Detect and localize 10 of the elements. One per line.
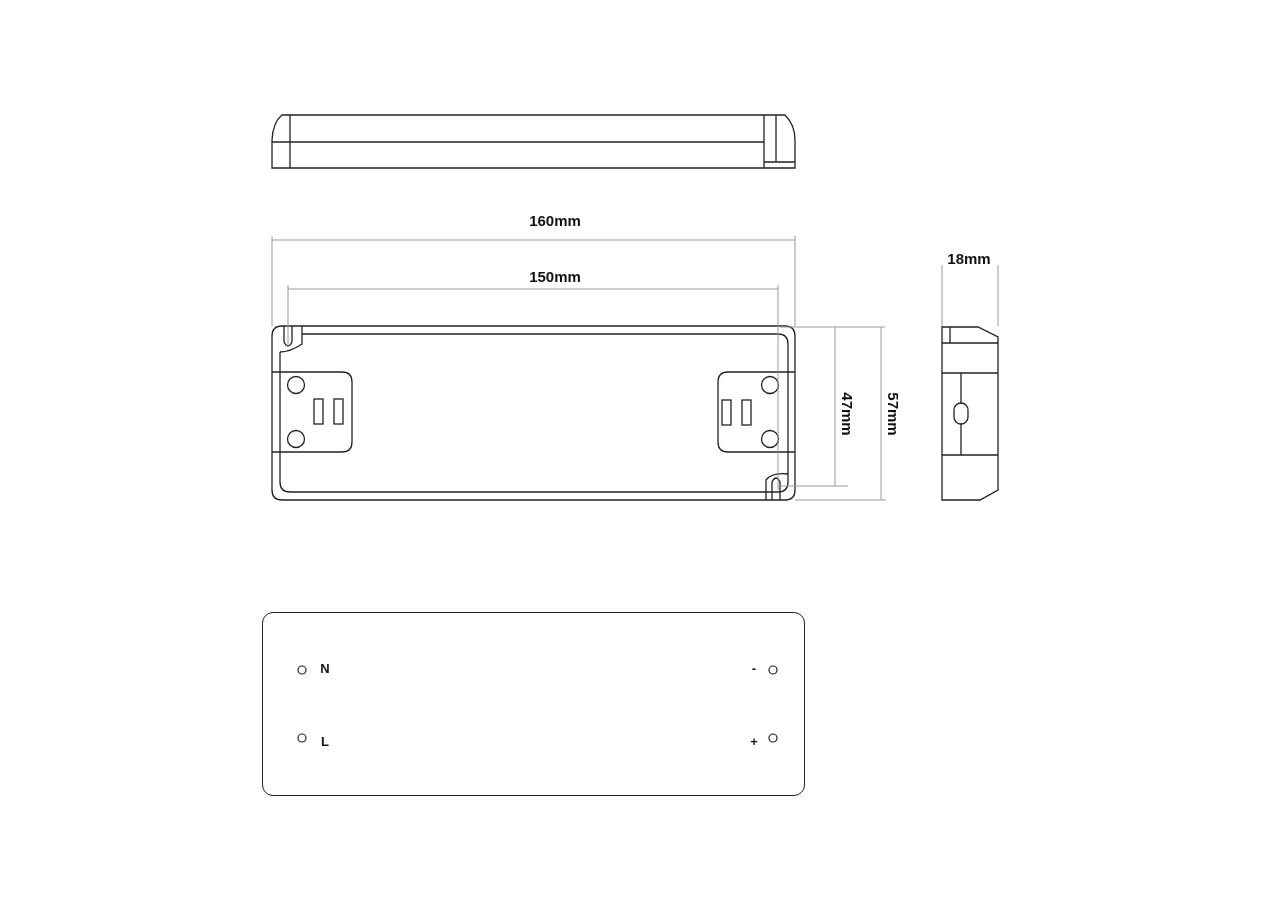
dimension-label: 160mm: [529, 212, 581, 228]
bottom-view-panel: [262, 612, 805, 796]
terminal-label: N: [320, 661, 330, 675]
terminal-label: +: [750, 734, 758, 748]
dimension-label: 57mm: [885, 392, 901, 436]
dimension-label: 150mm: [529, 268, 581, 284]
terminal-label: -: [751, 661, 757, 675]
dimension-label: 18mm: [947, 250, 991, 266]
dimension-label: 47mm: [839, 392, 855, 436]
terminal-label: L: [321, 734, 329, 748]
